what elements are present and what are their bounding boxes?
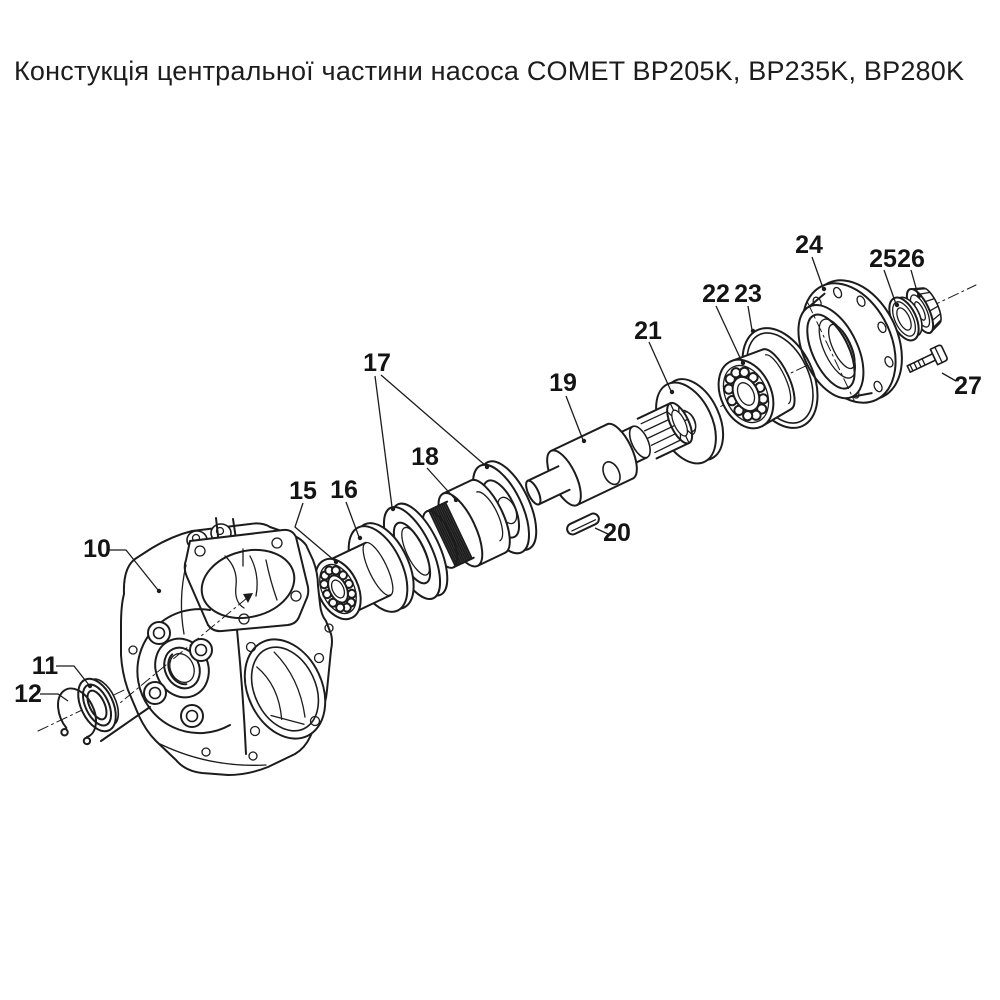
part-label-22: 22 (702, 280, 730, 308)
bearing-balls (723, 366, 769, 422)
part-label-23: 23 (734, 280, 762, 308)
part-27-bolt (906, 344, 948, 373)
part-label-16: 16 (330, 476, 358, 504)
page-title: Констукція центральної частини насоса CO… (14, 56, 965, 86)
part-label-21: 21 (634, 317, 662, 345)
part-20-key (566, 512, 600, 536)
crankcase-opening (200, 549, 296, 619)
cover-bolt-holes (812, 286, 894, 399)
part-label-15: 15 (289, 477, 317, 505)
part-labels: 10 11 12 15 16 17 18 19 20 21 22 23 24 2… (14, 231, 982, 708)
part-11-seal-ring (77, 677, 120, 733)
part-19-shaft (525, 401, 694, 507)
sleeve-spline-hatch (428, 501, 473, 566)
pointer-mark (243, 593, 253, 603)
part-15-ball-bearing (314, 557, 362, 621)
part-22-ball-bearing (717, 348, 796, 430)
crankcase-internals (224, 548, 278, 609)
bearing-balls (319, 565, 357, 613)
stud-bosses (143, 621, 213, 728)
part-label-18: 18 (411, 443, 439, 471)
part-label-11: 11 (32, 652, 59, 680)
part-10-pump-housing (100, 517, 334, 776)
part-label-25: 25 (869, 245, 897, 273)
part-label-26: 26 (897, 245, 925, 273)
leader-lines (40, 256, 957, 702)
part-label-10: 10 (83, 535, 111, 563)
part-label-24: 24 (795, 231, 823, 259)
part-label-12: 12 (14, 680, 42, 708)
part-12-circlip (57, 687, 97, 746)
part-label-27: 27 (954, 372, 982, 400)
front-face (136, 608, 231, 735)
part-24-bearing-cover (797, 279, 903, 404)
side-opening (243, 638, 327, 740)
part-label-17: 17 (363, 349, 391, 377)
part-18-splined-sleeve (421, 478, 511, 569)
part-label-19: 19 (549, 369, 577, 397)
part-16-flange-disc (324, 522, 415, 616)
spline-end-teeth (666, 402, 693, 444)
part-label-20: 20 (603, 519, 631, 547)
